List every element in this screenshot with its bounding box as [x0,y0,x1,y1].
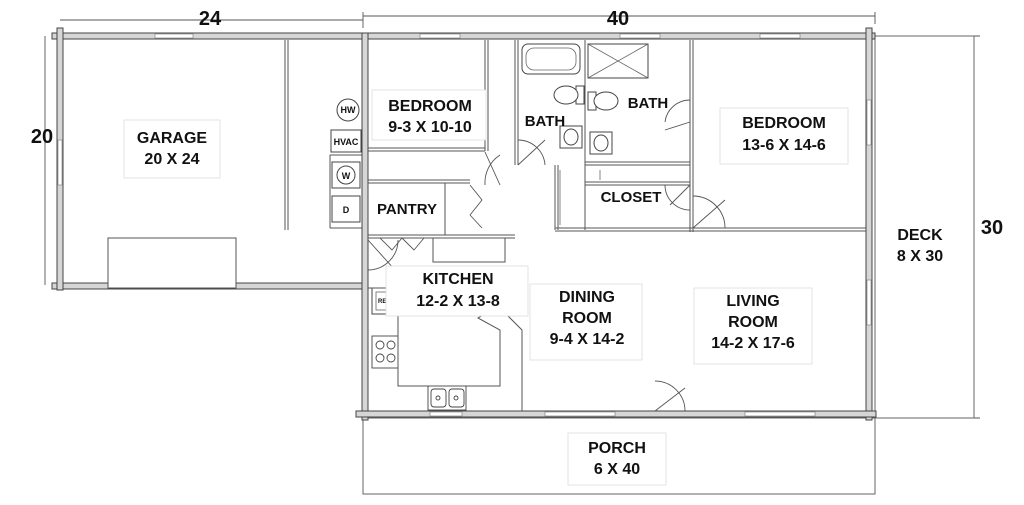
dryer [331,195,361,223]
porch-name: PORCH [588,440,646,457]
water-heater-icon [336,98,360,122]
living-size: 14-2 X 17-6 [711,335,795,352]
garage-name: GARAGE [137,130,208,147]
deck-outline [874,35,975,419]
hvac-label: HVAC [334,137,359,147]
windows [57,33,872,417]
bath-1-name: BATH [525,113,566,130]
living-name: LIVING [726,293,779,310]
door-swings [367,99,726,412]
garage-door [107,237,237,289]
pantry-name: PANTRY [377,201,437,218]
refrigerator-label: REF [378,299,390,305]
label-boxes [123,89,849,486]
kitchen-sink-icon [427,385,467,411]
bathtub [521,43,581,75]
kitchen-size: 12-2 X 13-8 [416,293,500,310]
dimension-lines [44,12,980,419]
garage-width-dimension: 24 [199,8,222,30]
washer-label: W [342,171,351,181]
deck-size: 8 X 30 [897,248,943,265]
interior-walls [284,40,866,239]
deck-name: DECK [897,227,943,244]
water-heater-label: HW [341,105,356,115]
garage-size: 20 X 24 [144,151,199,168]
toilet-icon [587,91,619,111]
house-width-dimension: 40 [607,8,629,30]
bedroom-small-name: BEDROOM [388,98,472,115]
porch-size: 6 X 40 [594,461,640,478]
bedroom-small-size: 9-3 X 10-10 [388,119,472,136]
hvac-unit [330,129,362,153]
garage-depth-dimension: 20 [31,126,53,148]
sink-icon [559,125,583,149]
toilet-icon [553,85,585,105]
dining-name-2: ROOM [562,310,612,327]
sink-icon [589,131,613,155]
kitchen-counters [368,238,523,411]
porch-outline [362,417,876,495]
dryer-label: D [343,205,350,215]
bedroom-master-size: 13-6 X 14-6 [742,137,826,154]
total-depth-dimension: 30 [981,217,1003,239]
kitchen-name: KITCHEN [422,271,493,288]
living-name-2: ROOM [728,314,778,331]
bedroom-master-name: BEDROOM [742,115,826,132]
dining-name: DINING [559,289,615,306]
range-icon [371,335,399,369]
dining-size: 9-4 X 14-2 [550,331,625,348]
closet-name: CLOSET [601,189,662,206]
bath-2-name: BATH [628,95,669,112]
